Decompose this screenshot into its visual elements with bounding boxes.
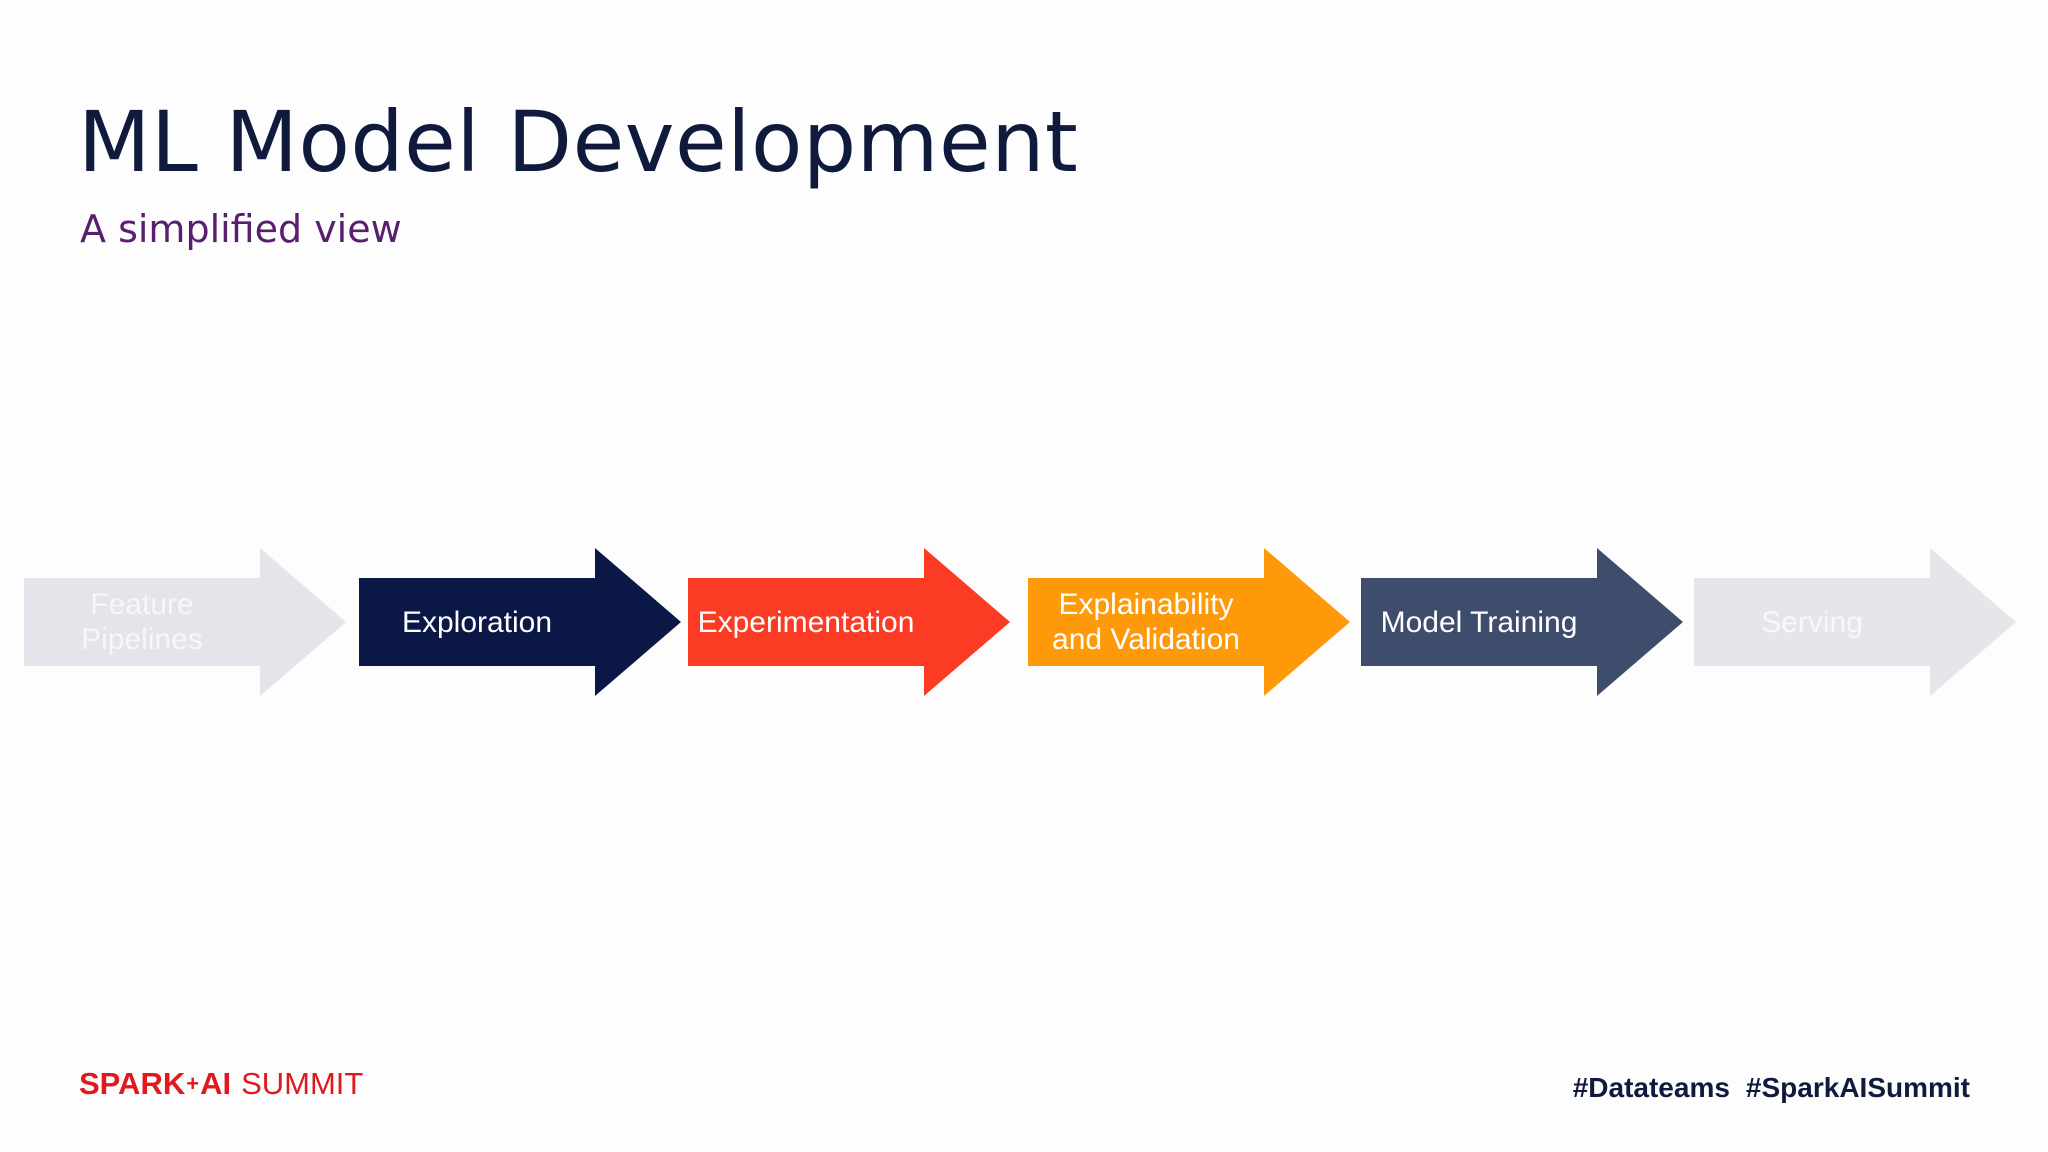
arrow-shape-icon [359, 548, 681, 696]
arrow-shape [1694, 548, 2016, 696]
step-label: Experimentation [697, 605, 915, 639]
brand-summit: SUMMIT [241, 1066, 364, 1101]
step-label: Serving [1761, 605, 1863, 639]
step-label: Feature Pipelines [81, 588, 203, 656]
spark-ai-summit-logo: SPARK+AI SUMMIT [79, 1064, 363, 1104]
arrow-shape-icon [688, 548, 1010, 696]
step-feature-pipelines-arrow: Feature Pipelines [24, 548, 346, 696]
arrow-shape [359, 548, 681, 696]
step-explainability-arrow: Explainability and Validation [1028, 548, 1350, 696]
brand-spark: SPARK [79, 1066, 186, 1101]
slide-subtitle: A simplified view [80, 207, 402, 251]
footer-hashtags: #Datateams #SparkAISummit [1573, 1070, 1970, 1106]
step-exploration-arrow: Exploration [359, 548, 681, 696]
arrow-shape [1361, 548, 1683, 696]
arrow-shape-icon [24, 548, 346, 696]
step-label: Exploration [401, 605, 553, 639]
arrow-shape [1028, 548, 1350, 696]
step-label: Model Training [1380, 605, 1578, 639]
brand-ai: AI [200, 1066, 232, 1101]
arrow-shape-icon [1694, 548, 2016, 696]
step-experimentation-arrow: Experimentation [688, 548, 1010, 696]
hashtag-sparkaisummit: #SparkAISummit [1745, 1072, 1970, 1103]
step-label: Explainability and Validation [1052, 588, 1240, 656]
arrow-shape-icon [1361, 548, 1683, 696]
hashtag-datateams: #Datateams [1572, 1072, 1730, 1103]
step-serving-arrow: Serving [1694, 548, 2016, 696]
arrow-shape [688, 548, 1010, 696]
step-model-training-arrow: Model Training [1361, 548, 1683, 696]
brand-plus: + [186, 1071, 200, 1096]
slide-title: ML Model Development [78, 93, 1079, 191]
arrow-shape [24, 548, 346, 696]
arrow-shape-icon [1028, 548, 1350, 696]
